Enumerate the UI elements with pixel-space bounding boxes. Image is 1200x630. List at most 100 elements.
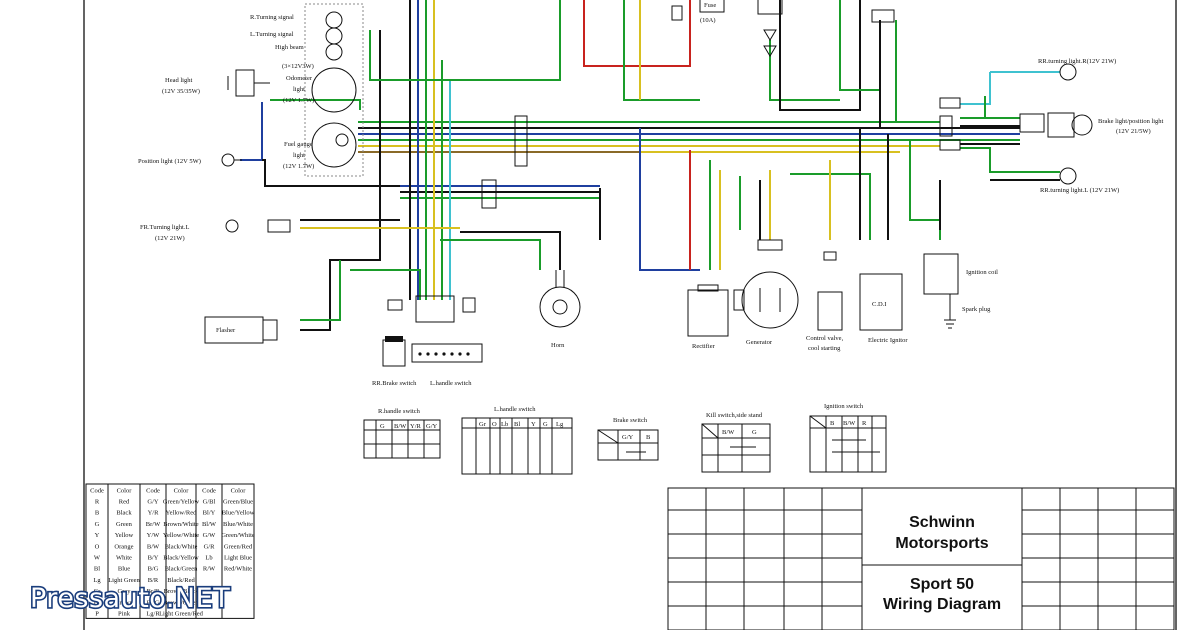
spark-plug-label: Spark plug [962,306,991,313]
r-turning-signal-label: R.Turning signal [250,14,294,21]
color-code-cell: Blue/White [223,521,253,528]
fuse-label: Fuse [704,2,716,9]
l-handle-h5: Y [531,421,536,428]
ignition-coil-icon [923,253,959,329]
color-code-cell: Black [116,510,132,517]
color-code-header: Code [202,487,216,494]
color-code-cell: Black/Green [165,566,199,573]
kill-switch-title: Kill switch,side stand [706,412,763,419]
rectifier-label: Rectifier [692,343,716,350]
color-code-cell: Light Blue [224,555,252,562]
rr-turning-light-l-bulb [1059,167,1077,185]
color-code-cell: Lg/R [146,611,160,618]
color-code-cell: G/W [203,532,217,539]
l-handle-h6: G [543,421,548,428]
color-code-cell: Green/White [221,532,255,539]
color-code-cell: B/W [147,543,160,550]
l-handle-h4: Bl [514,421,520,428]
l-handle-h7: Lg [556,421,564,428]
fuel-gauge-label: Fuel gauge [284,141,313,148]
horn-label: Horn [551,342,565,349]
color-code-cell: Brown/Black [164,588,199,595]
l-handle-switch-label: L.handle switch [430,380,472,387]
company-name-line2: Motorsports [895,535,988,552]
color-code-cell: Brown/White [163,521,198,528]
color-code-cell: Red/White [224,566,252,573]
brake-h2: B [646,434,651,441]
color-code-cell: Brown [115,599,133,606]
color-code-cell: Green/Blue [223,499,253,506]
color-code-header: Color [231,487,247,494]
top-connector [871,9,895,23]
color-code-cell: Br/B [147,588,160,595]
color-code-cell: Orange [114,543,133,550]
fuse-rating: (10A) [700,17,716,24]
color-code-cell: Light Green [108,577,140,584]
color-code-cell: B/G [148,566,159,573]
diode-pair [757,0,783,57]
rr-turning-light-l-label: RR.turning light.L (12V 21W) [1040,187,1119,194]
r-handle-h4: G/Y [426,423,438,430]
high-beam-label: High beam [275,44,304,51]
color-code-cell: Lb [205,555,212,562]
color-code-header: Color [117,487,133,494]
color-code-cell: Bl/W [202,521,217,528]
fuel-gauge-label-2: light [293,152,305,159]
head-light-rating: (12V 35/35W) [162,88,200,95]
control-valve-label-2: cool starting [808,345,841,352]
horn-icon [539,270,581,328]
fr-turning-light-label: FR.Turning light.L [140,224,189,231]
diagram-frame [83,0,1177,630]
indicator-lamps [311,11,357,168]
color-code-cell: Brown/Green [163,599,199,606]
color-code-cell: Bl/Y [203,510,216,517]
electric-ignitor-label: Electric Ignitor [868,337,908,344]
head-light-bulb [227,69,270,97]
fr-turning-light-bulb [225,219,291,233]
color-code-cell: Black/White [165,543,198,550]
r-handle-switch-table: R.handle switch G B/W Y/R G/Y [363,408,441,459]
head-light-label: Head light [165,77,192,84]
model-name-line2: Wiring Diagram [883,596,1001,613]
color-code-cell: Y [95,532,100,539]
l-handle-h3: Lb [501,421,508,428]
ign-h1: B [830,420,835,427]
color-code-cell: W [94,555,101,562]
control-valve-box [817,251,843,331]
color-code-cell: Y/R [148,510,160,517]
l-turning-signal-label: L.Turning signal [250,31,294,38]
ign-h2: B/W [843,420,856,427]
instrument-cluster [304,3,364,177]
color-code-cell: G/R [204,543,216,550]
color-code-cell: Lg [93,577,101,584]
rr-turning-light-r-bulb [1059,63,1077,81]
r-handle-h2: B/W [394,423,407,430]
color-code-cell: Blue [118,566,130,573]
brake-switch-title: Brake switch [613,417,648,424]
color-code-cell: R [95,499,100,506]
color-code-cell: Green [116,521,133,528]
flasher-label: Flasher [216,327,236,334]
color-code-cell: Green/Red [224,543,253,550]
watermark-text: Pressauto.NET [30,583,230,614]
color-code-cell: R/W [203,566,216,573]
ignition-switch-table: Ignition switch B B/W R [809,403,887,473]
l-handle-switch-table: L.handle switch Gr O Lb Bl Y G Lg [461,406,573,475]
color-code-frame [85,483,255,619]
color-code-cell: G/Bl [203,499,216,506]
generator-label: Generator [746,339,773,346]
generator-icon [733,239,799,329]
main-connectors [481,97,1045,209]
ignition-coil-label: Ignition coil [966,269,998,276]
fuse-icon [671,0,725,21]
fuel-gauge-rating: (12V 1.7W) [283,163,314,170]
odometer-rating: (12V 1.7W) [283,97,314,104]
color-code-cell: B [95,510,100,517]
color-code-cell: G/Y [147,499,159,506]
position-light-label: Position light (12V 5W) [138,158,201,165]
color-code-cell: Red [119,499,130,506]
ign-h3: R [862,420,867,427]
l-handle-switch [411,295,483,363]
